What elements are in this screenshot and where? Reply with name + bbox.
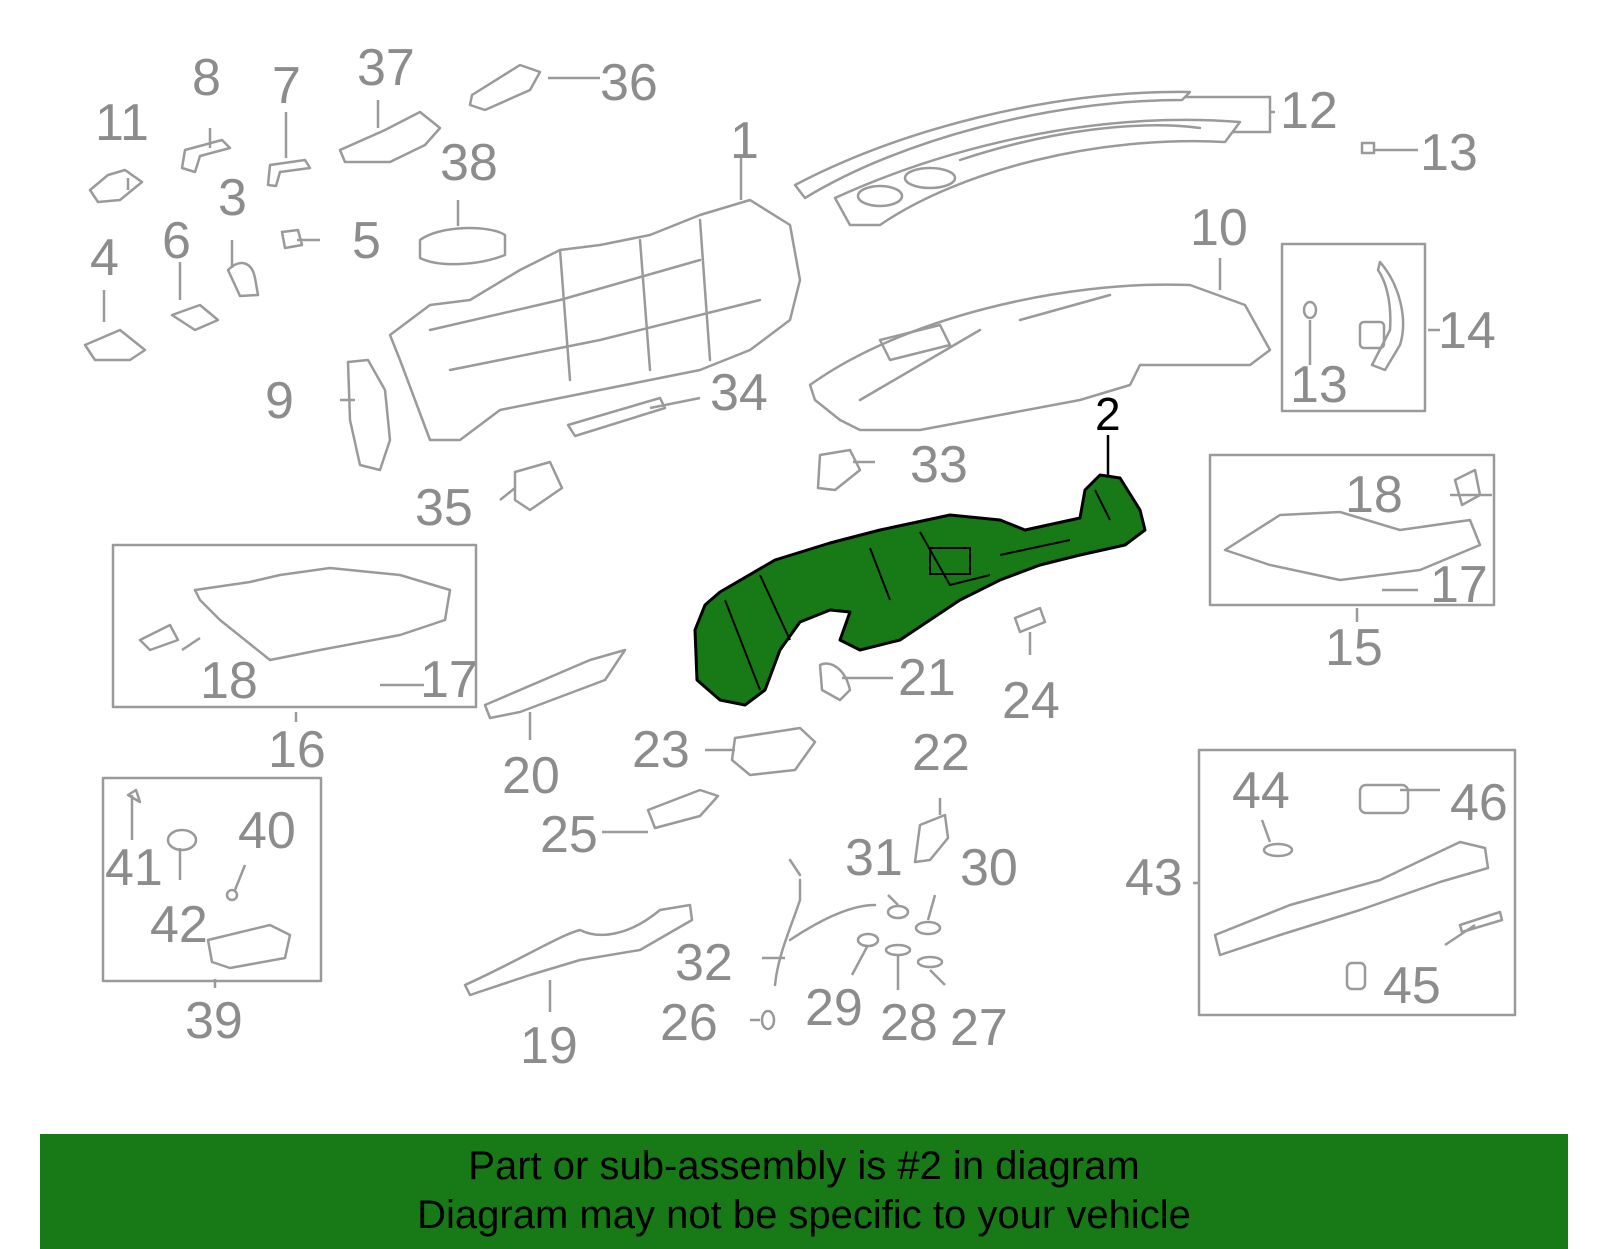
part-28-shape[interactable] bbox=[884, 943, 912, 957]
part-19-shape[interactable] bbox=[463, 903, 694, 997]
callout-30: 30 bbox=[960, 839, 1018, 897]
info-banner: Part or sub-assembly is #2 in diagram Di… bbox=[40, 1134, 1568, 1249]
part-8-shape[interactable] bbox=[180, 138, 232, 174]
part-15-shape[interactable] bbox=[1223, 510, 1482, 582]
callout-42: 42 bbox=[150, 896, 208, 954]
part-11-shape[interactable] bbox=[88, 168, 144, 204]
callout-4: 4 bbox=[90, 229, 119, 287]
part-35-shape[interactable] bbox=[513, 460, 564, 512]
part-9-shape[interactable] bbox=[346, 358, 392, 472]
callout-18-right: 18 bbox=[1345, 466, 1403, 524]
part-6-shape[interactable] bbox=[170, 303, 220, 332]
callout-28: 28 bbox=[880, 994, 938, 1052]
callout-29: 29 bbox=[805, 979, 863, 1037]
callout-3: 3 bbox=[218, 169, 247, 227]
callout-37: 37 bbox=[357, 39, 415, 97]
callout-18-left: 18 bbox=[200, 652, 258, 710]
part-43-shape[interactable] bbox=[1213, 840, 1490, 957]
callout-46: 46 bbox=[1450, 774, 1508, 832]
callout-23: 23 bbox=[632, 721, 690, 779]
callout-16: 16 bbox=[268, 721, 326, 779]
callout-34: 34 bbox=[710, 364, 768, 422]
part-16-group-box bbox=[111, 543, 478, 709]
part-26-shape[interactable] bbox=[760, 1009, 776, 1031]
part-1-shape[interactable] bbox=[388, 198, 802, 442]
callout-24: 24 bbox=[1002, 672, 1060, 730]
part-39-group-box bbox=[101, 776, 323, 983]
callout-15: 15 bbox=[1325, 619, 1383, 677]
part-32-shape[interactable] bbox=[773, 858, 877, 987]
part-33-shape[interactable] bbox=[816, 448, 862, 492]
part-22-shape[interactable] bbox=[913, 813, 950, 864]
part-2-highlighted[interactable] bbox=[693, 473, 1147, 707]
callout-27: 27 bbox=[950, 999, 1008, 1057]
part-10-shape[interactable] bbox=[808, 283, 1272, 432]
part-31-shape[interactable] bbox=[886, 904, 910, 920]
part-38-shape[interactable] bbox=[418, 226, 507, 266]
part-37-shape[interactable] bbox=[338, 110, 442, 164]
callout-6: 6 bbox=[162, 212, 191, 270]
parts-diagram: 1 2 3 4 5 6 7 8 9 10 11 12 13 13 14 15 1… bbox=[83, 39, 1517, 1075]
callout-13-top: 13 bbox=[1420, 124, 1478, 182]
part-15-group-box bbox=[1208, 453, 1496, 607]
callout-38: 38 bbox=[440, 134, 498, 192]
part-34-shape[interactable] bbox=[566, 396, 667, 438]
part-27-shape[interactable] bbox=[916, 955, 944, 969]
callout-41: 41 bbox=[105, 839, 163, 897]
callout-45: 45 bbox=[1383, 957, 1441, 1015]
callout-21: 21 bbox=[898, 649, 956, 707]
part-24-shape[interactable] bbox=[1013, 606, 1047, 634]
callout-9: 9 bbox=[265, 372, 294, 430]
part-5-shape[interactable] bbox=[280, 228, 304, 250]
callout-44: 44 bbox=[1232, 762, 1290, 820]
callout-13-box: 13 bbox=[1290, 356, 1348, 414]
callout-2-highlighted: 2 bbox=[1095, 388, 1121, 440]
callout-35: 35 bbox=[415, 479, 473, 537]
callout-5: 5 bbox=[352, 212, 381, 270]
callout-7: 7 bbox=[272, 57, 301, 115]
callout-36: 36 bbox=[600, 54, 658, 112]
banner-line-2: Diagram may not be specific to your vehi… bbox=[417, 1193, 1191, 1237]
callout-25: 25 bbox=[540, 806, 598, 864]
part-7-shape[interactable] bbox=[266, 158, 312, 188]
callout-19: 19 bbox=[520, 1017, 578, 1075]
callout-33: 33 bbox=[910, 436, 968, 494]
part-39-shape[interactable] bbox=[206, 923, 292, 970]
callout-20: 20 bbox=[502, 747, 560, 805]
callout-12: 12 bbox=[1280, 82, 1338, 140]
part-29-shape[interactable] bbox=[856, 932, 880, 948]
part-23-shape[interactable] bbox=[730, 726, 817, 777]
part-14-group-box bbox=[1280, 242, 1427, 413]
callout-39: 39 bbox=[185, 992, 243, 1050]
part-25-shape[interactable] bbox=[646, 788, 720, 830]
callout-10: 10 bbox=[1190, 199, 1248, 257]
callout-1: 1 bbox=[730, 112, 759, 170]
banner-line-1: Part or sub-assembly is #2 in diagram bbox=[468, 1144, 1140, 1188]
callout-17-left: 17 bbox=[420, 651, 478, 709]
part-36-shape[interactable] bbox=[468, 63, 542, 112]
callout-8: 8 bbox=[192, 49, 221, 107]
callout-26: 26 bbox=[660, 994, 718, 1052]
callout-17-right: 17 bbox=[1430, 556, 1488, 614]
part-30-shape[interactable] bbox=[914, 920, 942, 936]
part-21-shape[interactable] bbox=[818, 662, 852, 702]
callout-32: 32 bbox=[675, 934, 733, 992]
part-20-shape[interactable] bbox=[483, 648, 627, 720]
callout-22: 22 bbox=[912, 724, 970, 782]
callout-31: 31 bbox=[845, 829, 903, 887]
callout-14: 14 bbox=[1438, 302, 1496, 360]
part-14-shape[interactable] bbox=[1370, 260, 1405, 372]
callout-40: 40 bbox=[238, 802, 296, 860]
part-4-shape[interactable] bbox=[83, 328, 147, 362]
callout-43: 43 bbox=[1125, 849, 1183, 907]
part-16-shape[interactable] bbox=[193, 566, 452, 662]
callout-11: 11 bbox=[95, 94, 149, 152]
